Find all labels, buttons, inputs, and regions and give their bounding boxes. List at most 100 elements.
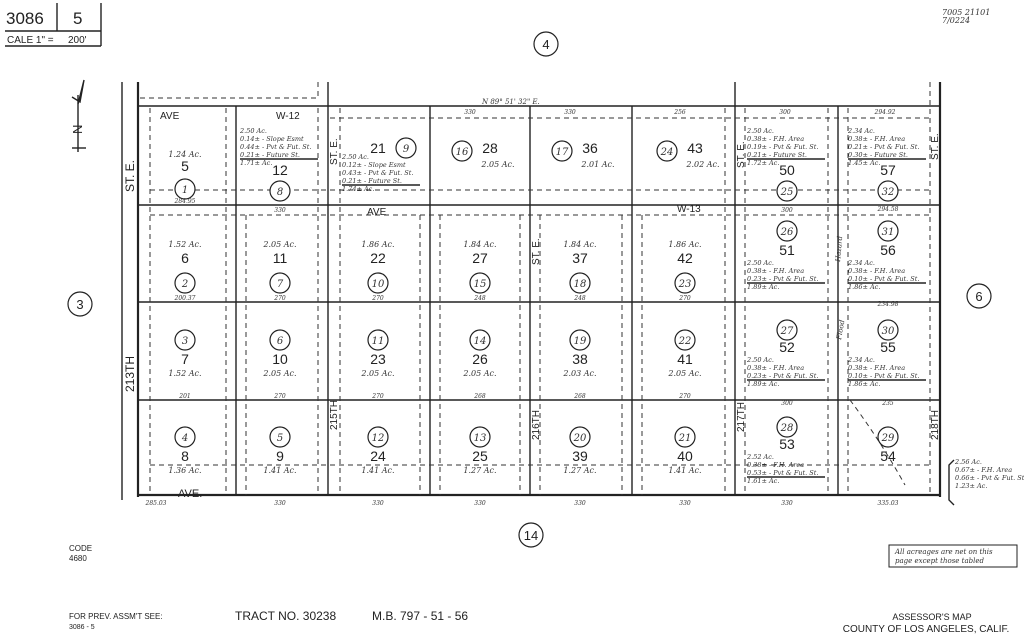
parcel-map-number: 31 (882, 227, 895, 238)
dimension-label: 270 (678, 295, 691, 302)
parcel-number: 23 (370, 351, 386, 367)
code-value: 4680 (69, 554, 87, 563)
notice-line-2: page except those tabled (895, 557, 985, 565)
parcel-map-number: 8 (277, 187, 283, 198)
parcel-number: 56 (880, 242, 896, 258)
adjacent-page-north[interactable]: 4 (533, 31, 559, 57)
page-number: 5 (73, 9, 82, 28)
parcel-circle (569, 329, 591, 351)
dimension-label: 201 (178, 393, 190, 400)
parcel-6[interactable]: 261.52 Ac. (168, 240, 202, 294)
parcel-circle (395, 137, 417, 159)
parcel-9[interactable]: 591.41 Ac. (263, 426, 297, 475)
parcel-5[interactable]: 151.24 Ac. (168, 150, 202, 200)
parcel-number: 7 (181, 351, 189, 367)
parcel-acreage: 1.41 Ac. (361, 466, 394, 475)
dimension-label: 294.58 (877, 206, 899, 213)
adjacent-page-west[interactable]: 3 (67, 291, 93, 317)
parcel-acreage-note: 0.21± - Future St. (747, 151, 807, 159)
street-label-st-e-215: ST. E. (329, 138, 340, 165)
parcel-number: 53 (779, 436, 795, 452)
dimension-label: 285.03 (145, 500, 167, 507)
parcel-acreage-note: 1.86± Ac. (848, 380, 880, 388)
parcel-number: 27 (472, 250, 488, 266)
parcel-number: 28 (482, 140, 498, 156)
parcel-acreage-note: 0.21± - Pvt & Fut. St. (848, 143, 919, 151)
dimension-label: 200.37 (174, 295, 196, 302)
parcel-acreage: 1.86 Ac. (361, 240, 394, 249)
street-label-216th: 216TH (531, 410, 542, 440)
parcel-circle (469, 329, 491, 351)
parcel-number: 9 (276, 448, 284, 464)
parcel-acreage-note: 0.21± - Future St. (240, 151, 300, 159)
dimension-label: 330 (781, 500, 793, 507)
adjacent-page-circle (533, 31, 559, 57)
parcel-acreage: 1.52 Ac. (168, 369, 201, 378)
parcel-circle (877, 180, 899, 202)
parcel-acreage-note: 1.71± Ac. (240, 159, 272, 167)
parcel-map-number: 3 (182, 336, 188, 347)
parcel-8[interactable]: 481.36 Ac. (168, 426, 202, 475)
parcel-acreage-note: 2.50 Ac. (746, 127, 774, 135)
parcel-number: 26 (472, 351, 488, 367)
acreage-notice: All acreages are net on this page except… (888, 544, 1018, 568)
parcel-54-note-line: 1.23± Ac. (955, 482, 987, 490)
parcel-number: 57 (880, 162, 896, 178)
parcel-acreage-note: 0.38± - F.H. Area (747, 461, 804, 469)
parcel-7[interactable]: 3 7 1.52 Ac. (168, 329, 202, 378)
parcel-acreage-note: 0.38± - F.H. Area (747, 364, 804, 372)
street-label-st-e-west: ST. E. (123, 160, 137, 192)
adjacent-page-east[interactable]: 6 (966, 283, 992, 309)
parcel-acreage-note: 0.38± - F.H. Area (848, 364, 905, 372)
parcel-acreage-note: 1.45± Ac. (848, 159, 880, 167)
parcel-circle (269, 329, 291, 351)
dimension-label: 256 (673, 109, 686, 116)
dimension-label: 330 (574, 500, 586, 507)
parcel-map-number: 22 (678, 336, 692, 347)
prev-assessment-label: FOR PREV. ASSM'T SEE: (69, 612, 163, 621)
map-county: COUNTY OF LOS ANGELES, CALIF. (843, 624, 1010, 635)
parcel-number: 43 (687, 140, 703, 156)
parcel-acreage: 2.05 Ac. (667, 369, 701, 378)
parcel-acreage: 1.36 Ac. (168, 466, 201, 475)
parcel-number: 51 (779, 242, 795, 258)
adjacent-page-number: 4 (542, 37, 549, 52)
parcel-acreage-note: 0.38± - F.H. Area (747, 267, 804, 275)
dimension-label: 270 (273, 393, 286, 400)
dimension-label: 300 (779, 109, 791, 116)
dimension-label: 268 (473, 393, 486, 400)
parcel-number: 37 (572, 250, 588, 266)
street-label-218th: 218TH (930, 410, 941, 440)
street-label-217th: 217TH (736, 402, 747, 432)
adjacent-page-south[interactable]: 14 (518, 522, 544, 548)
parcel-acreage-note: 0.38± - F.H. Area (848, 135, 905, 143)
